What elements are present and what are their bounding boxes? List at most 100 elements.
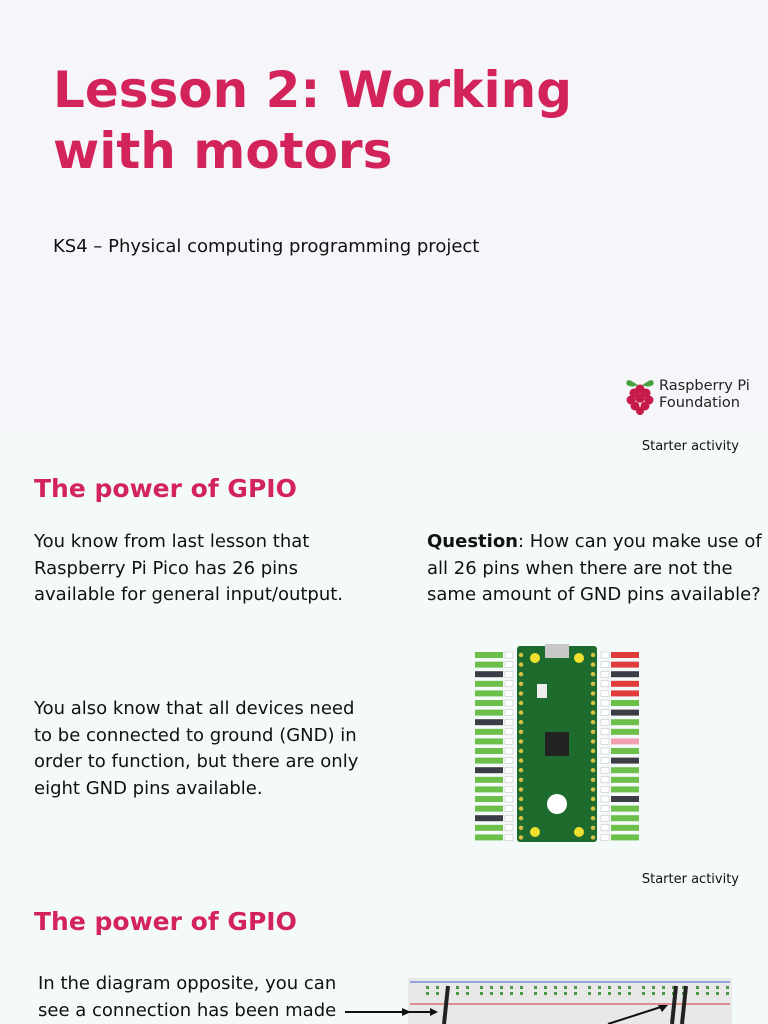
- right-pin-label: [611, 709, 639, 716]
- breadboard-hole: [682, 986, 685, 989]
- breadboard-hole: [564, 986, 567, 989]
- right-pin-number: [600, 776, 610, 784]
- breadboard-hole: [520, 992, 523, 995]
- breadboard-hole: [662, 986, 665, 989]
- right-pin-label: [611, 815, 639, 822]
- right-pin-label: [611, 834, 639, 841]
- pad: [590, 700, 596, 706]
- left-pin-number: [504, 757, 514, 764]
- breadboard-hole: [706, 992, 709, 995]
- breadboard-hole: [716, 992, 719, 995]
- pad: [518, 816, 524, 821]
- breadboard-hole: [628, 986, 631, 989]
- left-pin-label: [475, 815, 503, 822]
- pad: [518, 777, 524, 782]
- right-pin-number: [600, 757, 610, 764]
- breadboard-hole: [618, 986, 621, 989]
- breadboard-hole: [574, 986, 577, 989]
- right-pin-number: [600, 699, 610, 707]
- left-pin-label: [475, 767, 503, 774]
- pad: [590, 720, 596, 725]
- breadboard-hole: [574, 992, 577, 995]
- raspberry-logo-icon: [626, 380, 654, 415]
- pad: [518, 768, 524, 773]
- rp2040-chip: [545, 732, 569, 756]
- pad: [518, 835, 524, 840]
- pad: [590, 768, 596, 773]
- right-pin-label: [611, 748, 639, 754]
- left-pin-number: [504, 680, 514, 688]
- mount-hole: [574, 653, 584, 663]
- breadboard-diagram: [408, 978, 732, 1024]
- left-pin-number: [504, 786, 514, 793]
- right-pin-label: [611, 690, 639, 697]
- left-pin-label: [475, 680, 503, 687]
- pad: [518, 729, 524, 734]
- breadboard-hole: [490, 986, 493, 989]
- pad: [518, 787, 524, 792]
- usb-port: [545, 644, 569, 658]
- breadboard-hole: [426, 986, 429, 989]
- right-pin-number: [600, 661, 610, 668]
- pad: [590, 758, 596, 763]
- pad: [590, 710, 596, 715]
- breadboard-hole: [672, 986, 675, 989]
- breadboard-hole: [662, 992, 665, 995]
- breadboard-hole: [554, 992, 557, 995]
- left-pin-label: [475, 709, 503, 716]
- pad: [518, 758, 524, 763]
- pad: [590, 835, 596, 840]
- left-pin-label: [475, 738, 503, 745]
- gpio-intro-paragraph: You know from last lesson that Raspberry…: [34, 531, 344, 606]
- left-pin-number: [504, 651, 514, 659]
- pad: [590, 739, 596, 744]
- breadboard-hole: [696, 986, 699, 989]
- breadboard-hole: [456, 986, 459, 989]
- right-pin-number: [600, 786, 610, 793]
- left-pin-number: [504, 661, 514, 668]
- breadboard-hole: [544, 992, 547, 995]
- left-pin-number: [504, 824, 514, 832]
- breadboard-hole: [564, 992, 567, 995]
- right-pin-label: [611, 767, 639, 774]
- breadboard-hole: [618, 992, 621, 995]
- led: [537, 684, 547, 698]
- pad: [590, 796, 596, 802]
- pad: [518, 681, 524, 686]
- pad: [590, 816, 596, 821]
- left-pin-label: [475, 728, 503, 735]
- right-pin-label: [611, 738, 639, 745]
- left-pin-number: [504, 718, 514, 726]
- right-pin-label: [611, 805, 639, 812]
- right-pin-number: [600, 680, 610, 688]
- left-pin-label: [475, 805, 503, 812]
- pad: [590, 748, 596, 754]
- right-pin-number: [600, 824, 610, 832]
- pad: [518, 748, 524, 754]
- pad: [590, 652, 596, 658]
- left-pin-number: [504, 670, 514, 678]
- pad: [518, 652, 524, 658]
- left-pin-label: [475, 671, 503, 678]
- right-pin-label: [611, 796, 639, 802]
- right-pin-number: [600, 766, 610, 774]
- breadboard-hole: [608, 986, 611, 989]
- pad: [518, 720, 524, 725]
- breadboard-hole: [534, 986, 537, 989]
- pad: [590, 806, 596, 811]
- left-pin-label: [475, 834, 503, 841]
- pad: [518, 700, 524, 706]
- right-pin-number: [600, 690, 610, 697]
- breadboard-hole: [642, 986, 645, 989]
- right-pin-number: [600, 747, 610, 755]
- gnd-paragraph: You also know that all devices need to b…: [34, 698, 359, 799]
- pad: [590, 672, 596, 677]
- pad: [590, 681, 596, 686]
- pad: [590, 691, 596, 696]
- breadboard-hole: [520, 986, 523, 989]
- breadboard-hole: [726, 986, 729, 989]
- diagram-paragraph: In the diagram opposite, you can see a c…: [38, 973, 337, 1021]
